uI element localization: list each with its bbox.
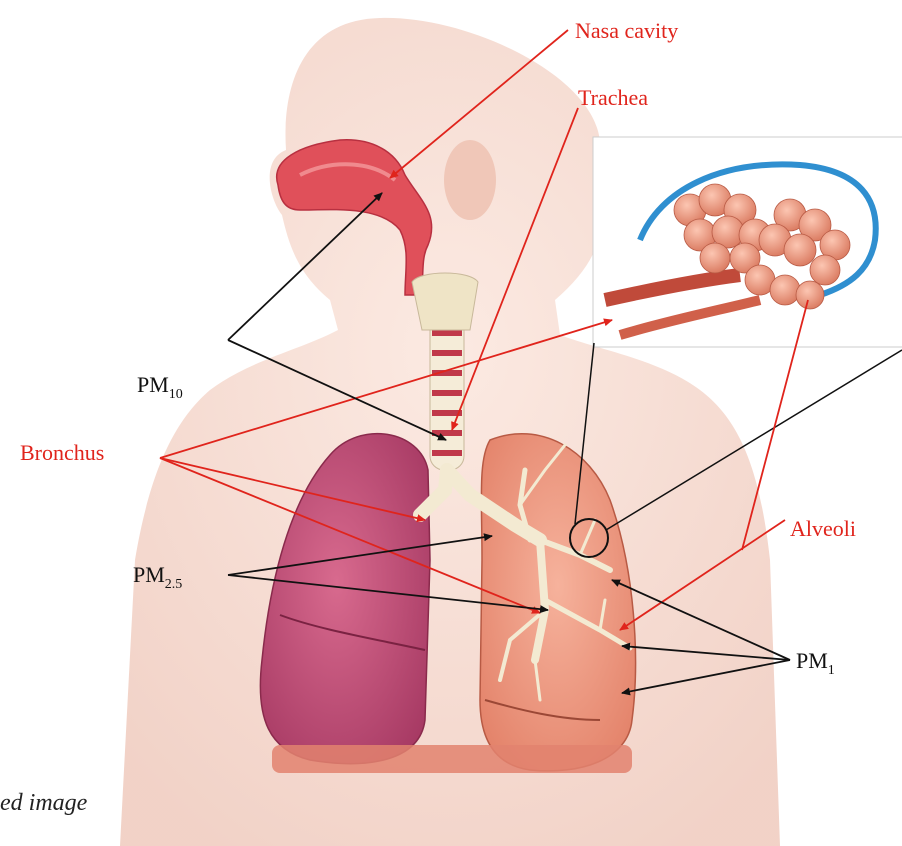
image-caption: ed image bbox=[0, 790, 88, 816]
trachea-label: Trachea bbox=[578, 85, 648, 110]
bronchus-label: Bronchus bbox=[20, 440, 104, 465]
alveoli-inset bbox=[593, 137, 902, 347]
alveoli-label: Alveoli bbox=[790, 516, 856, 541]
pm10-label: PM10 bbox=[137, 372, 183, 402]
pm1-label: PM1 bbox=[796, 648, 835, 678]
nasal-cavity-label: Nasa cavity bbox=[575, 18, 678, 43]
